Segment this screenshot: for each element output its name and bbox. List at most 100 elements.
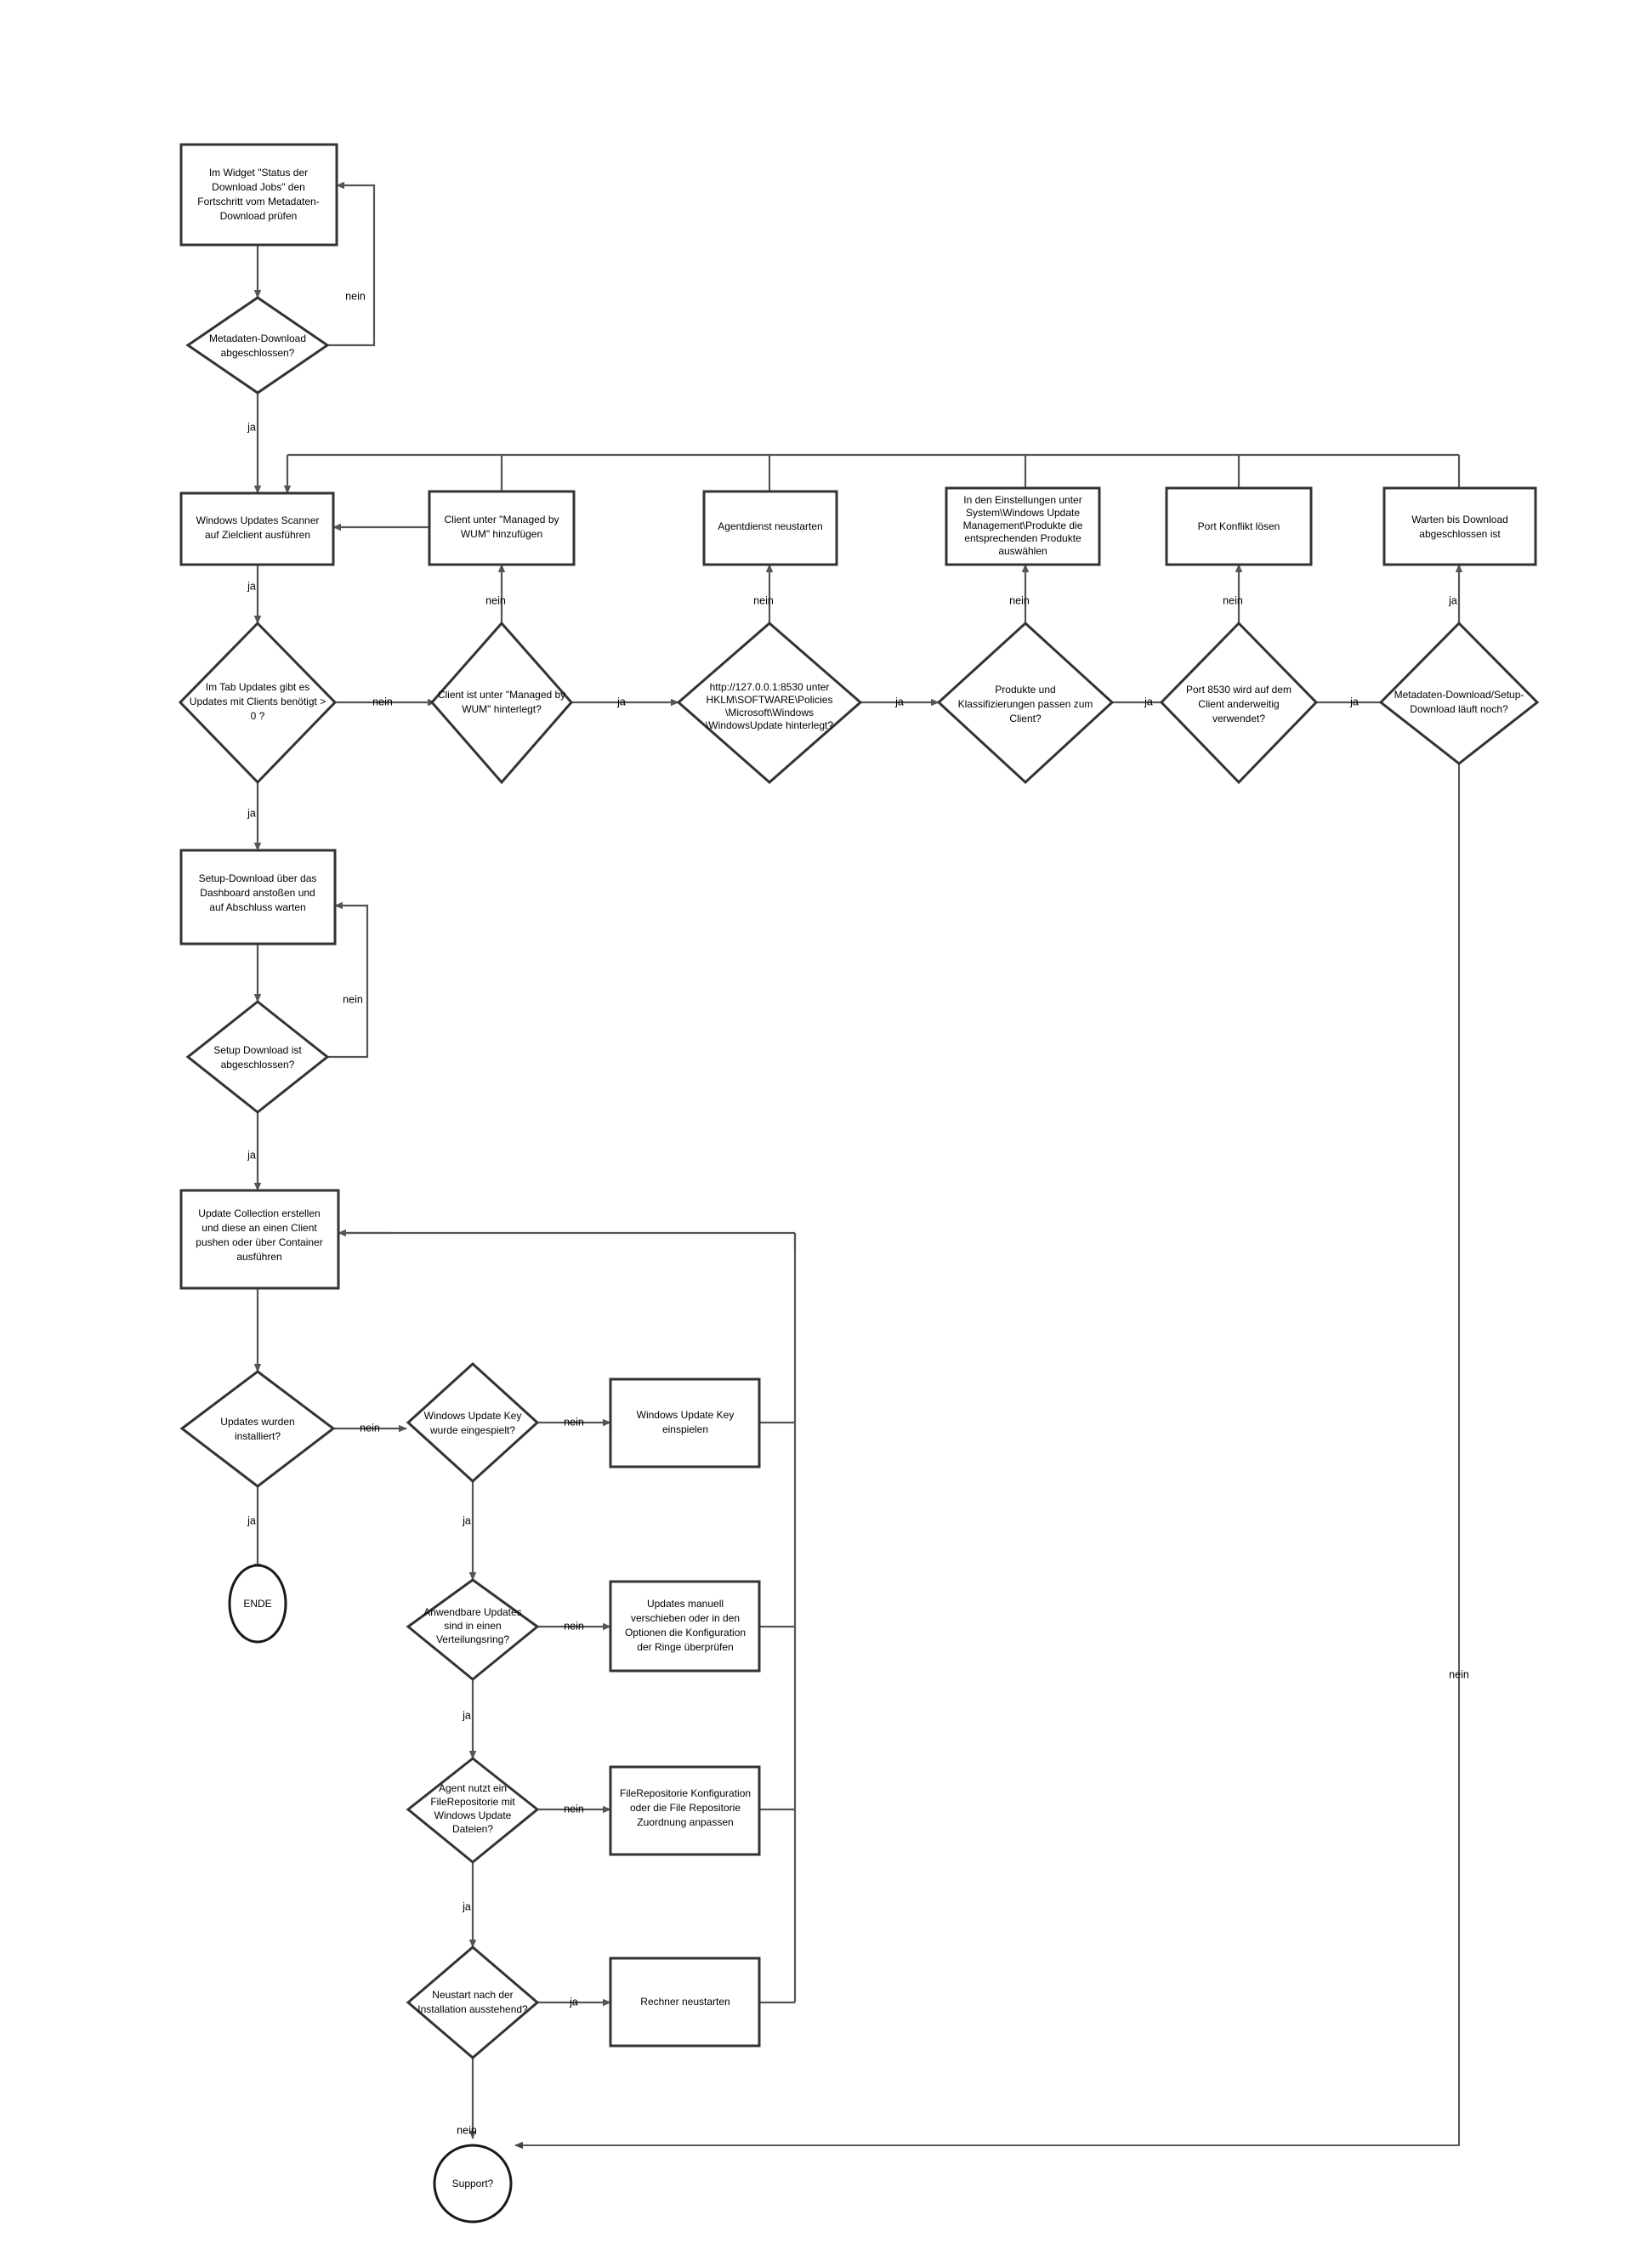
node-updates-in-ring[interactable]: Anwendbare Updates sind in einen Verteil… [406,1578,540,1681]
node-label-line: Verteilungsring? [436,1633,509,1645]
decision-diamond [406,1361,540,1484]
node-restart-agent-service[interactable]: Agentdienst neustarten [702,490,838,566]
process-box [179,1189,340,1290]
edge-label-filerepo-ja: ja [462,1900,471,1912]
decision-diamond [676,622,863,784]
node-run-scanner[interactable]: Windows Updates Scanner auf Zielclient a… [179,491,335,566]
edge-label-setup-nein: nein [343,993,363,1005]
node-apply-wu-key[interactable]: Windows Update Key einspielen [609,1377,761,1468]
node-label-line: 0 ? [251,710,265,722]
node-download-still-running[interactable]: Metadaten-Download/Setup- Download läuft… [1378,621,1540,765]
node-label-line: Windows Update Key [637,1409,735,1421]
node-label-line: pushen oder über Container [196,1236,322,1248]
node-client-under-wum[interactable]: Client ist unter "Managed by WUM" hinter… [430,621,573,785]
edge-label-clientwum-ja: ja [616,696,626,707]
edge-label-updatesinstalled-nein: nein [360,1422,380,1434]
node-label-line: installiert? [235,1430,281,1442]
node-products-match-client[interactable]: Produkte und Klassifizierungen passen zu… [936,621,1115,785]
process-box [609,1957,761,2048]
node-label-line: Windows Update Key [424,1410,522,1422]
edge-label-clientwum-nein: nein [485,594,506,606]
node-label-line: entsprechenden Produkte [964,532,1081,544]
edge-label-metadata-ja: ja [247,421,256,433]
node-support[interactable]: Support? [433,2144,513,2224]
edge-label-downloadrunning-ja: ja [1448,594,1457,606]
node-label-line: Im Widget "Status der [209,167,308,179]
edge-label-port-nein: nein [1223,594,1243,606]
edge-label-updatesinstalled-ja: ja [247,1514,256,1526]
node-label-line: Update Collection erstellen [198,1207,320,1219]
node-label-line: Dateien? [452,1823,493,1835]
edge-label-updatestab-nein: nein [372,696,393,707]
edge-label-setup-ja: ja [247,1149,256,1161]
node-label-line: auf Zielclient ausführen [205,529,310,541]
node-label-line: oder die File Repositorie [630,1802,741,1814]
node-label-line: sind in einen [444,1620,501,1632]
node-label-line: Updates manuell [647,1598,724,1610]
node-label-line: Updates mit Clients benötigt > [190,696,326,707]
node-restart-pending[interactable]: Neustart nach der Installation ausstehen… [406,1945,540,2059]
edge-label-products-ja: ja [1144,696,1153,707]
node-label-line: Setup Download ist [213,1044,302,1056]
node-label-line: Windows Updates Scanner [196,514,320,526]
node-wu-key-applied[interactable]: Windows Update Key wurde eingespielt? [406,1361,540,1484]
node-label-line: Agent nutzt ein [439,1782,507,1794]
edge-label-filerepo-nein: nein [564,1803,584,1815]
node-label-line: Rechner neustarten [640,1996,729,2008]
node-setup-download-done[interactable]: Setup Download ist abgeschlossen? [185,1000,330,1114]
node-move-updates-manually[interactable]: Updates manuell verschieben oder in den … [609,1580,761,1673]
node-check-metadata-progress[interactable]: Im Widget "Status der Download Jobs" den… [179,143,338,247]
node-label-line: Klassifizierungen passen zum [958,698,1093,710]
node-label-line: FileRepositorie mit [430,1796,515,1808]
process-box [609,1580,761,1673]
edge-metadata-nein-loop [327,181,376,347]
node-registry-url-set[interactable]: http://127.0.0.1:8530 unter HKLM\SOFTWAR… [676,622,863,784]
edge-label-ring-ja: ja [462,1709,471,1721]
node-updates-tab-gt-zero[interactable]: Im Tab Updates gibt es Updates mit Clien… [178,621,338,785]
decision-diamond [430,621,573,785]
node-label-line: Produkte und [995,684,1055,696]
node-label-line: verwendet? [1212,713,1265,724]
decision-diamond [406,1578,540,1681]
node-label-line: Windows Update [434,1809,512,1821]
node-resolve-port-conflict[interactable]: Port Konflikt lösen [1165,486,1313,566]
edge-label-port-ja: ja [1349,696,1359,707]
node-add-client-wum[interactable]: Client unter "Managed by WUM" hinzufügen [428,490,576,566]
node-ende[interactable]: ENDE [228,1564,287,1644]
node-metadata-download-done[interactable]: Metadaten-Download abgeschlossen? [185,296,330,395]
decision-diamond [406,1945,540,2059]
node-restart-computer[interactable]: Rechner neustarten [609,1957,761,2048]
decision-diamond [406,1757,540,1864]
node-create-update-collection[interactable]: Update Collection erstellen und diese an… [179,1189,340,1290]
decision-diamond [179,1370,336,1488]
decision-diamond [185,1000,330,1114]
node-label-line: http://127.0.0.1:8530 unter [710,681,830,693]
node-label-line: Support? [452,2178,494,2190]
edge-label-restart-nein: nein [457,2124,477,2136]
terminator-circle [433,2144,513,2224]
node-label-line: Setup-Download über das [199,872,317,884]
node-label-line: auswählen [998,545,1047,557]
node-label-line: der Ringe überprüfen [637,1641,733,1653]
node-label-line: Metadaten-Download/Setup- [1394,689,1524,701]
node-label-line: Client ist unter "Managed by [438,689,565,701]
node-wait-download-complete[interactable]: Warten bis Download abgeschlossen ist [1382,486,1537,566]
process-box [179,143,338,247]
edge-label-ring-nein: nein [564,1620,584,1632]
edge-label-updatestab-ja: ja [247,807,256,819]
node-select-products-settings[interactable]: In den Einstellungen unter System\Window… [945,486,1101,566]
node-updates-installed[interactable]: Updates wurden installiert? [179,1370,336,1488]
node-label-line: \WindowsUpdate hinterlegt? [706,719,833,731]
node-start-setup-download[interactable]: Setup-Download über das Dashboard anstoß… [179,849,337,946]
node-label-line: und diese an einen Client [202,1222,317,1234]
node-label-line: ausführen [236,1251,281,1263]
node-agent-uses-filerepo[interactable]: Agent nutzt ein FileRepositorie mit Wind… [406,1757,540,1864]
process-box [1165,486,1313,566]
node-port-8530-in-use[interactable]: Port 8530 wird auf dem Client anderweiti… [1159,621,1319,785]
node-adjust-filerepo[interactable]: FileRepositorie Konfiguration oder die F… [609,1765,761,1856]
node-label-line: Fortschritt vom Metadaten- [197,196,319,207]
edge-setup-nein-loop [327,901,369,1059]
edge-label-products-nein: nein [1009,594,1030,606]
node-label-line: System\Windows Update [966,507,1080,519]
